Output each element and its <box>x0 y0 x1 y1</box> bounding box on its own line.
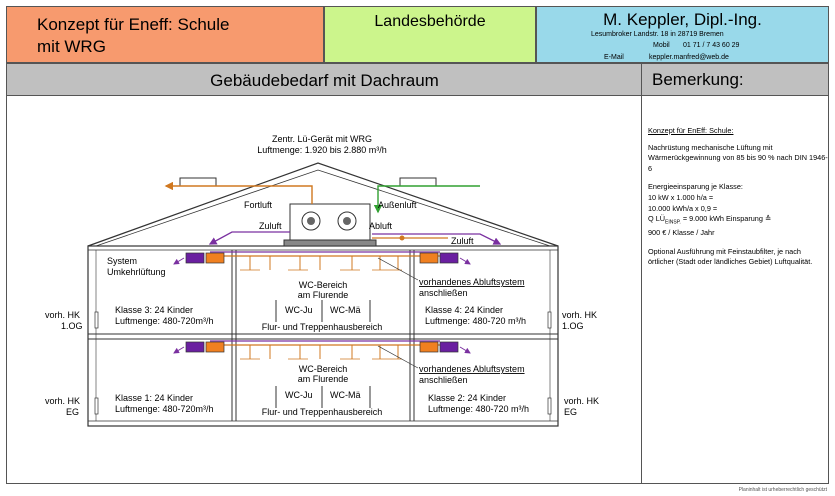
class2-name: Klasse 2: 24 Kinder <box>428 393 506 403</box>
existing-system-upper-2: anschließen <box>419 288 468 298</box>
wc-area-upper-1: WC-Bereich <box>299 280 348 290</box>
label-zuluft-top: Zuluft <box>259 221 282 231</box>
class4-air: Luftmenge: 480-720 m³/h <box>425 316 526 326</box>
remarks-savings: Energieeinsparung je Klasse: 10 kW x 1.0… <box>648 182 828 238</box>
remark-heading: Bemerkung: <box>652 70 744 89</box>
column-divider <box>641 63 642 484</box>
radiator-icon <box>547 397 552 415</box>
wc-area-lower-1: WC-Bereich <box>299 364 348 374</box>
company-name: M. Keppler, Dipl.-Ing. <box>603 10 762 29</box>
wc-ju-upper: WC-Ju <box>285 305 313 315</box>
corridor-lower: Flur- und Treppenhausbereich <box>262 407 383 417</box>
supply-duct-left <box>208 231 290 245</box>
existing-system-upper-1: vorhandenes Abluftsystem <box>419 277 525 287</box>
savings-line2: 10 kW x 1.000 h/a = <box>648 192 714 202</box>
floor-left-og: 1.OG <box>61 321 83 331</box>
content-frame <box>6 96 829 484</box>
system-label-2: Umkehrlüftung <box>107 267 166 277</box>
savings-line5: 900 € / Klasse / Jahr <box>648 228 715 238</box>
floor-left-eg: EG <box>66 407 79 417</box>
room-unit-class3 <box>185 252 225 264</box>
email-address: keppler.manfred@web.de <box>649 54 729 61</box>
floor-right-og: 1.OG <box>562 321 584 331</box>
existing-system-lower-1: vorhandenes Abluftsystem <box>419 364 525 374</box>
savings-line3: 10.000 kWh/a x 0,9 = <box>648 203 718 213</box>
class1-air: Luftmenge: 480-720m³/h <box>115 404 214 414</box>
header-company: M. Keppler, Dipl.-Ing. Lesumbroker Lands… <box>536 6 829 63</box>
label-zuluft-right: Zuluft <box>451 236 474 246</box>
radiator-icon <box>547 311 552 329</box>
authority-label: Landesbehörde <box>374 13 486 30</box>
class2-air: Luftmenge: 480-720 m³/h <box>428 404 529 414</box>
header-authority: Landesbehörde <box>324 6 536 63</box>
existing-system-lower-2: anschließen <box>419 375 468 385</box>
central-unit-base <box>283 239 377 247</box>
savings-line4a: Q LÜ <box>648 214 666 224</box>
company-address: Lesumbroker Landstr. 18 in 28719 Bremen <box>591 31 724 38</box>
copyright-note: Planinhalt ist urheberrechtlich geschütz… <box>738 487 827 493</box>
label-fortluft: Fortluft <box>244 200 273 210</box>
exhaust-duct <box>164 181 313 204</box>
class4-name: Klasse 4: 24 Kinder <box>425 305 503 315</box>
roof-vent-left <box>179 177 217 187</box>
label-abluft: Abluft <box>369 221 393 231</box>
wc-mae-lower: WC-Mä <box>330 390 361 400</box>
roof-inner <box>95 169 551 247</box>
header-project-title: Konzept für Eneff: Schule mit WRG <box>6 6 324 63</box>
wc-mae-upper: WC-Mä <box>330 305 361 315</box>
roof-outer <box>87 162 559 247</box>
room-unit-class4 <box>419 252 459 264</box>
central-unit-label-2: Luftmenge: 1.920 bis 2.880 m³/h <box>257 145 387 155</box>
class3-name: Klasse 3: 24 Kinder <box>115 305 193 315</box>
savings-line1: Energieeinsparung je Klasse: <box>648 182 743 192</box>
mobil-label: Mobil <box>653 42 670 49</box>
section-bar: Gebäudebedarf mit Dachraum Bemerkung: <box>6 63 829 96</box>
savings-line4-sub: EINSP. <box>665 219 681 226</box>
hk-right-og: vorh. HK <box>562 310 597 320</box>
corridor-upper: Flur- und Treppenhausbereich <box>262 322 383 332</box>
project-title-line1: Konzept für Eneff: Schule <box>37 15 230 34</box>
hk-left-eg: vorh. HK <box>45 396 80 406</box>
radiator-icon <box>94 397 99 415</box>
project-title-line2: mit WRG <box>37 37 106 56</box>
fresh-air-duct <box>373 185 480 214</box>
savings-line4b: = 9.000 kWh Einsparung ≙ <box>682 214 772 224</box>
hk-right-eg: vorh. HK <box>564 396 599 406</box>
radiator-icon <box>94 311 99 329</box>
wc-ju-lower: WC-Ju <box>285 390 313 400</box>
system-label-1: System <box>107 256 137 266</box>
supply-duct-right <box>372 233 502 245</box>
email-label: E-Mail <box>604 54 624 61</box>
class3-air: Luftmenge: 480-720m³/h <box>115 316 214 326</box>
room-unit-class2 <box>419 341 459 353</box>
label-aussenluft: Außenluft <box>378 200 417 210</box>
roof-vent-right <box>399 177 437 187</box>
remarks-panel: Konzept für EnEff: Schule: Nachrüstung m… <box>648 126 828 276</box>
room-unit-class1 <box>185 341 225 353</box>
mobil-number: 01 71 / 7 43 60 29 <box>683 42 740 49</box>
remarks-p3: Optional Ausführung mit Feinstaubfilter,… <box>648 246 813 267</box>
wc-area-lower-2: am Flurende <box>298 374 349 384</box>
section-title: Gebäudebedarf mit Dachraum <box>210 71 439 90</box>
central-unit-label-1: Zentr. Lü-Gerät mit WRG <box>272 134 372 144</box>
class1-name: Klasse 1: 24 Kinder <box>115 393 193 403</box>
floor-right-eg: EG <box>564 407 577 417</box>
wc-area-upper-2: am Flurende <box>298 290 349 300</box>
remarks-heading: Konzept für EnEff: Schule: <box>648 126 734 135</box>
remarks-p1: Nachrüstung mechanische Lüftung mit Wärm… <box>648 142 828 173</box>
hk-left-og: vorh. HK <box>45 310 80 320</box>
